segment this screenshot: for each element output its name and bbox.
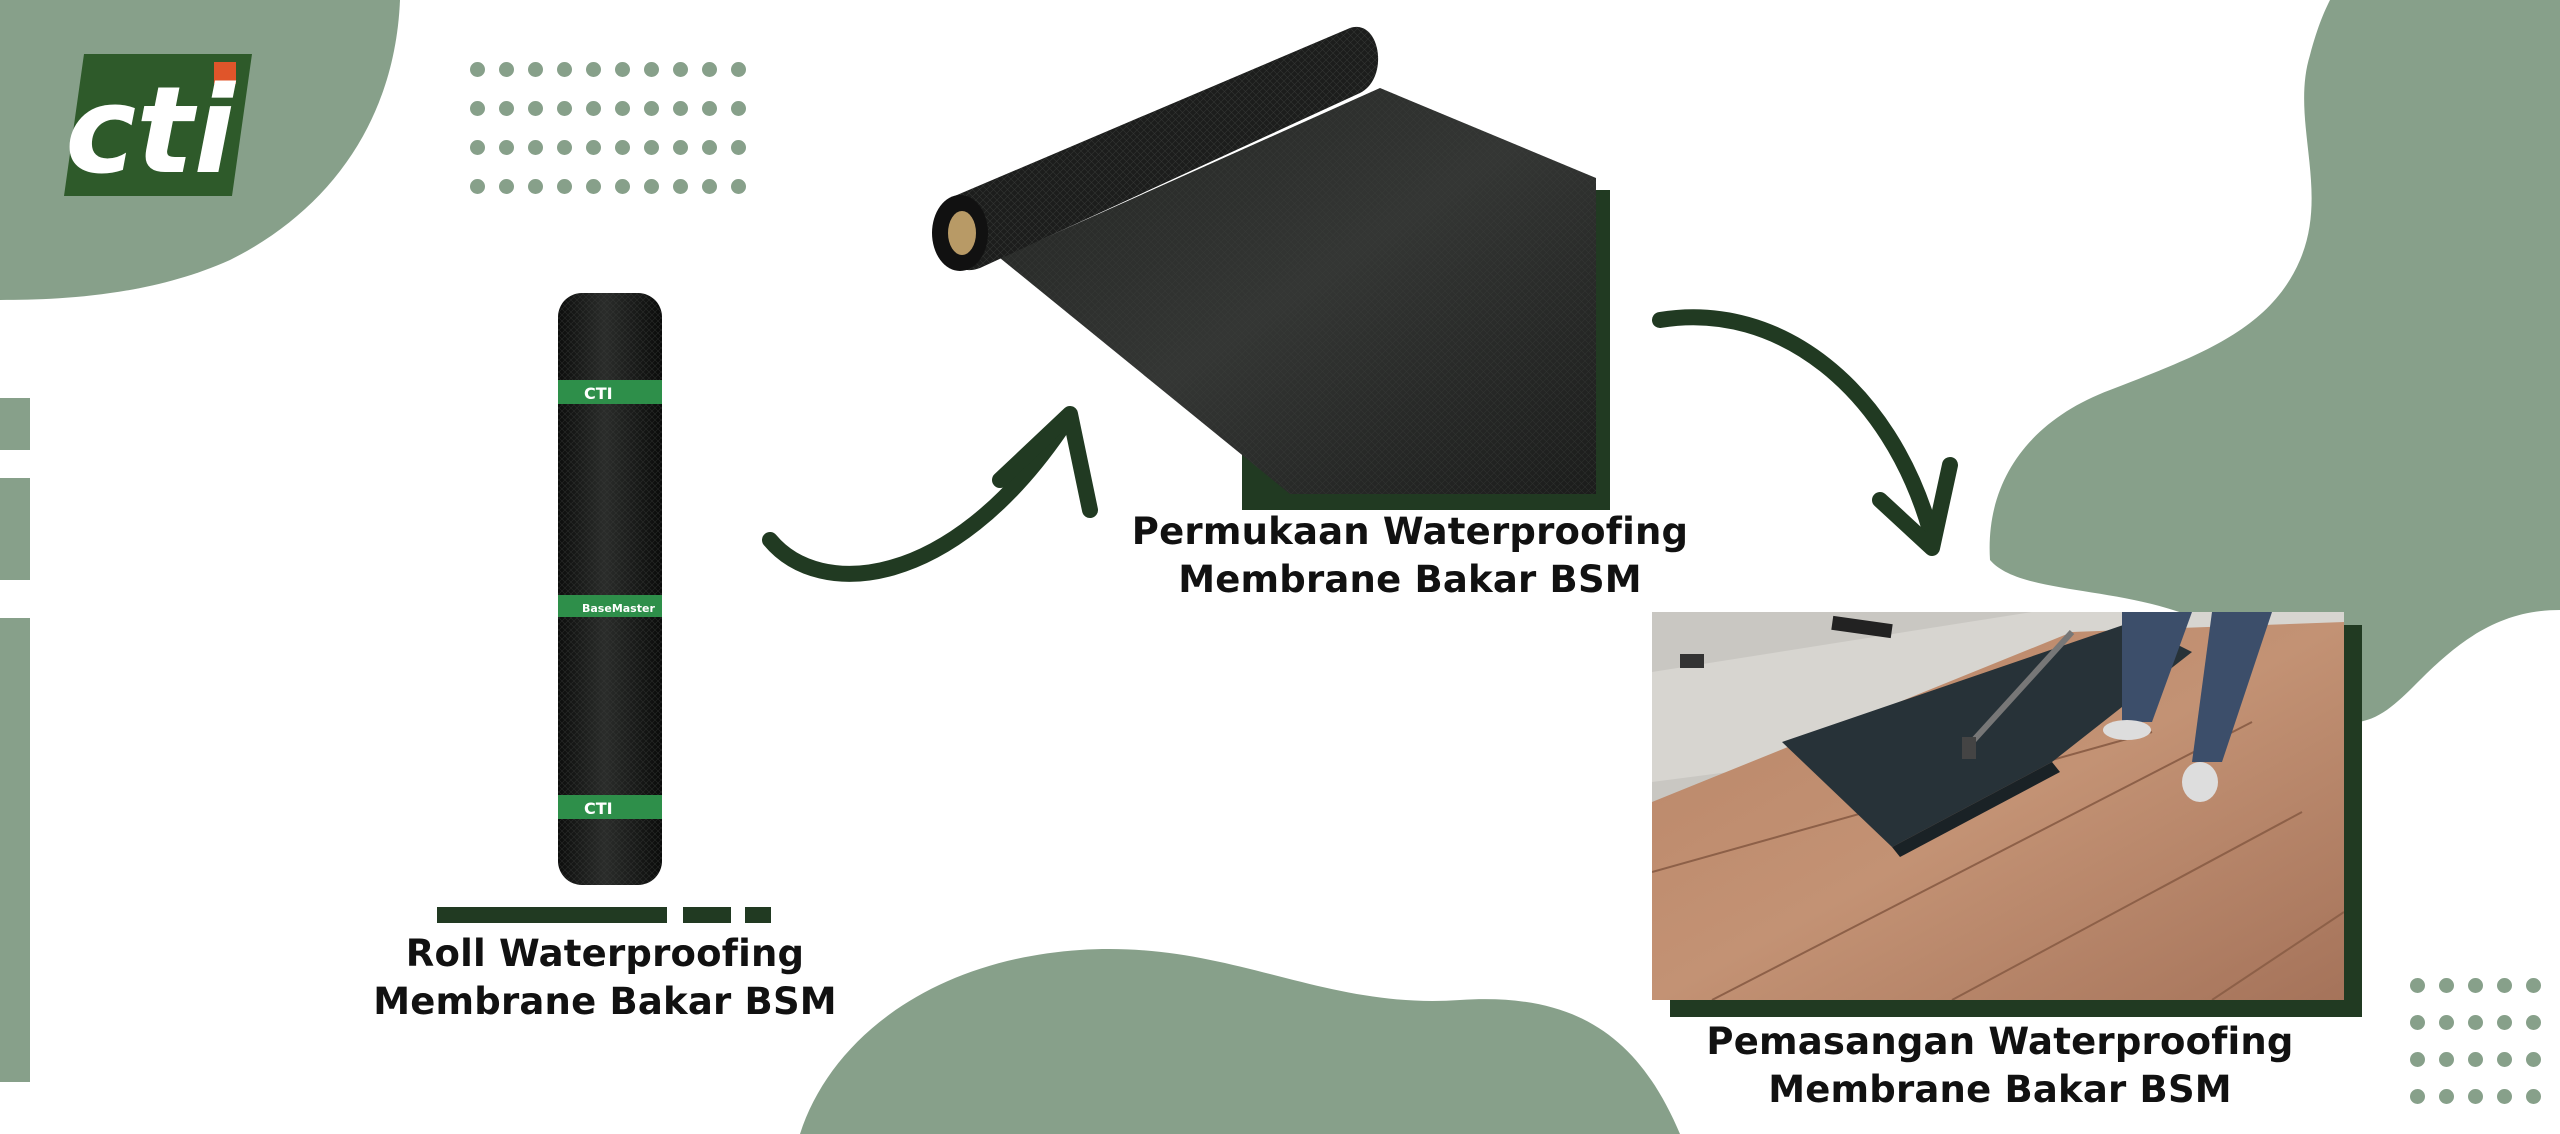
caption-roll-line2: Membrane Bakar BSM xyxy=(373,980,837,1023)
caption-roll: Roll Waterproofing Membrane Bakar BSM xyxy=(330,930,880,1026)
install-image xyxy=(1652,612,2344,1000)
blob-bottom-center xyxy=(800,949,1680,1134)
dot-grid-bottom-right xyxy=(2410,978,2541,1104)
caption-install-line2: Membrane Bakar BSM xyxy=(1768,1068,2232,1111)
arrow-2-icon xyxy=(1652,309,1958,556)
arrow-1-icon xyxy=(762,406,1098,582)
roll-label-product-mid: BaseMaster xyxy=(582,602,655,615)
upright-roll-image: CTI BaseMaster CTI xyxy=(550,285,670,895)
left-bar-3 xyxy=(0,618,30,1082)
caption-roll-line1: Roll Waterproofing xyxy=(405,932,805,975)
caption-install: Pemasangan Waterproofing Membrane Bakar … xyxy=(1690,1018,2310,1114)
dot-grid-top xyxy=(470,62,746,194)
caption-install-line1: Pemasangan Waterproofing xyxy=(1706,1020,2294,1063)
left-bar-2 xyxy=(0,478,30,580)
roll-underline-3 xyxy=(745,907,771,923)
roll-underline-1 xyxy=(437,907,667,923)
roll-label-brand-bottom: CTI xyxy=(584,799,613,818)
roll-label-brand-top: CTI xyxy=(584,384,613,403)
caption-surface-line1: Permukaan Waterproofing xyxy=(1131,510,1689,553)
roll-underline-2 xyxy=(683,907,731,923)
logo-text: cti xyxy=(65,62,236,196)
caption-surface-line2: Membrane Bakar BSM xyxy=(1178,558,1642,601)
surface-image xyxy=(920,18,1600,498)
left-bar-1 xyxy=(0,398,30,450)
caption-surface: Permukaan Waterproofing Membrane Bakar B… xyxy=(1130,508,1690,604)
blob-right xyxy=(1989,0,2560,723)
cti-logo: cti xyxy=(64,54,252,201)
